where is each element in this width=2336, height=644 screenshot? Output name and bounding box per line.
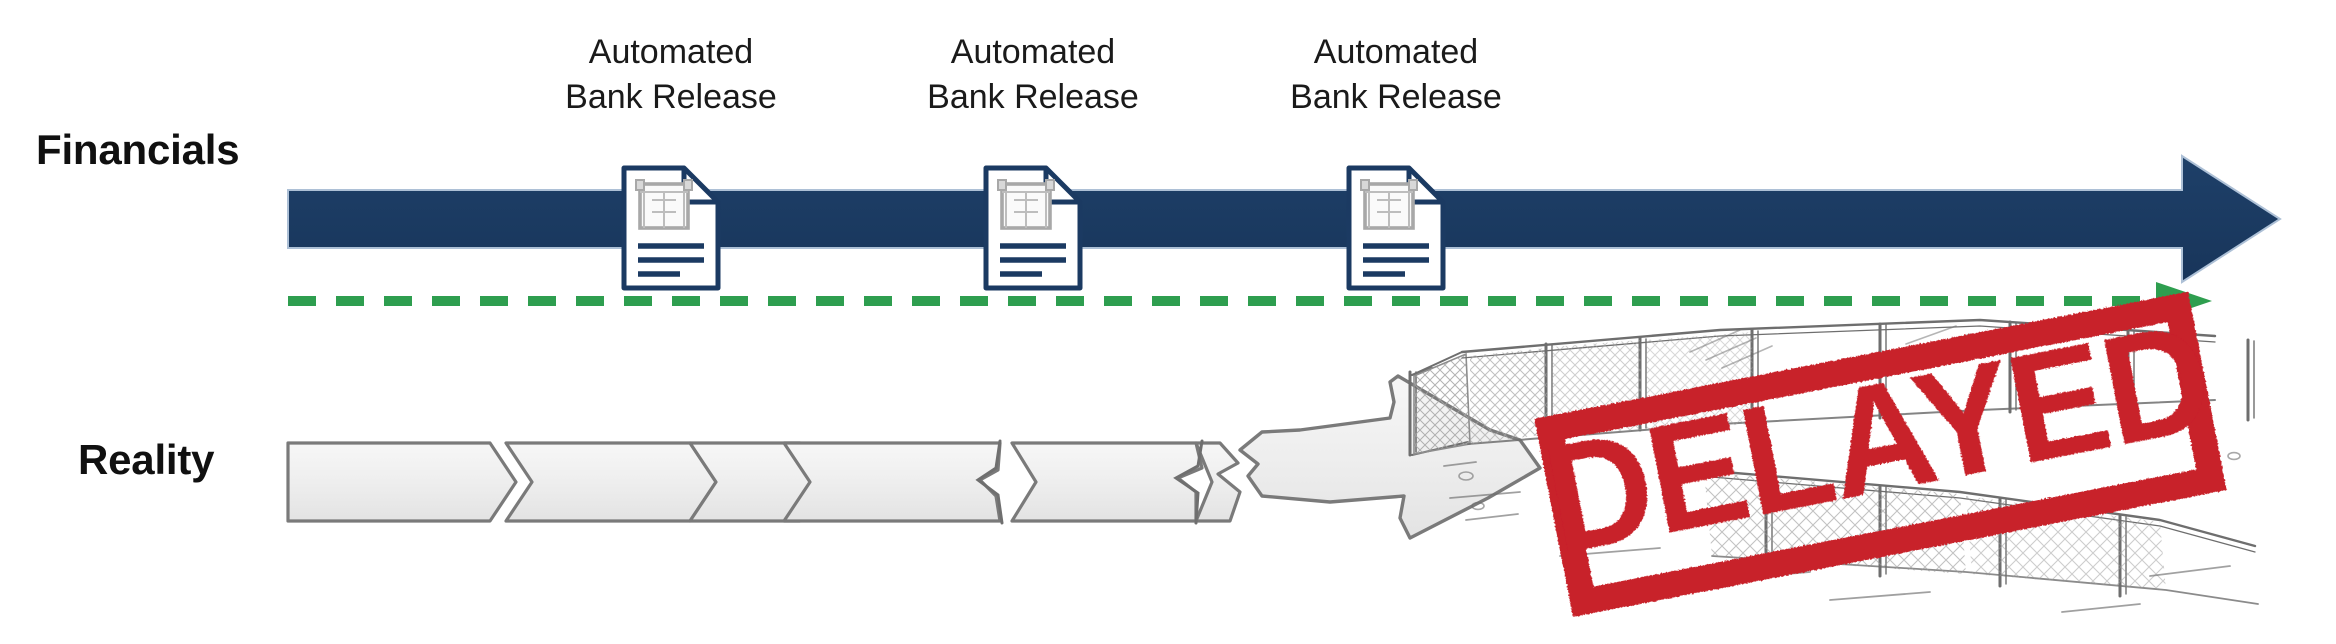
milestone-label: Automated Bank Release	[565, 33, 777, 116]
milestone-label: Automated Bank Release	[927, 33, 1139, 116]
financials-track	[287, 154, 2282, 284]
green-dashed-arrow	[288, 282, 2212, 320]
chevron-5	[1194, 441, 1242, 523]
reality-chevrons	[286, 441, 1242, 523]
document-icon[interactable]	[1346, 165, 1446, 291]
row-label-financials: Financials	[36, 126, 240, 173]
document-icon[interactable]	[621, 165, 721, 291]
row-label-reality: Reality	[78, 436, 215, 483]
chevron-1	[286, 441, 518, 523]
milestone-label: Automated Bank Release	[1290, 33, 1502, 116]
chevron-4-left	[782, 441, 1002, 523]
chevron-2	[504, 441, 718, 523]
chevron-4-right	[1010, 441, 1204, 523]
chevron-cracks	[975, 439, 1204, 525]
document-icon[interactable]	[983, 165, 1083, 291]
milestone-icons	[621, 165, 1446, 291]
